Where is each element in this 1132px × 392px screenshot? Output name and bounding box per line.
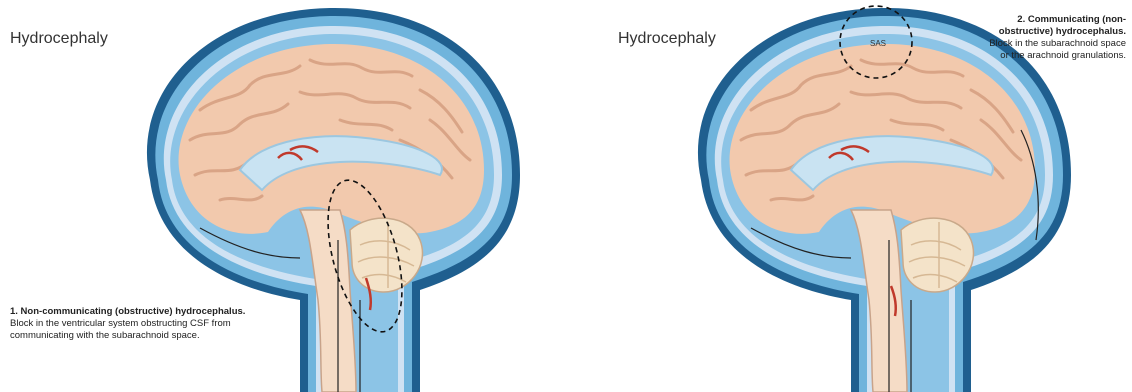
right-caption-heading-2: obstructive) hydrocephalus. [936,26,1126,38]
left-panel: Hydrocephaly 1. Non-communicating (obstr… [0,0,566,392]
right-caption-line-2: or the arachnoid granulations. [936,50,1126,62]
left-title: Hydrocephaly [10,30,108,48]
right-caption-heading-1: 2. Communicating (non- [936,14,1126,26]
right-caption-line-1: Block in the subarachnoid space [936,38,1126,50]
right-panel: SAS Hydrocephaly 2. Communicating (non- … [566,0,1132,392]
left-caption-line-2: communicating with the subarachnoid spac… [10,330,310,342]
left-caption: 1. Non-communicating (obstructive) hydro… [10,306,310,342]
left-caption-heading: 1. Non-communicating (obstructive) hydro… [10,306,310,318]
sas-label: SAS [870,39,886,48]
right-title: Hydrocephaly [618,30,716,48]
left-caption-line-1: Block in the ventricular system obstruct… [10,318,310,330]
right-caption: 2. Communicating (non- obstructive) hydr… [936,14,1126,62]
